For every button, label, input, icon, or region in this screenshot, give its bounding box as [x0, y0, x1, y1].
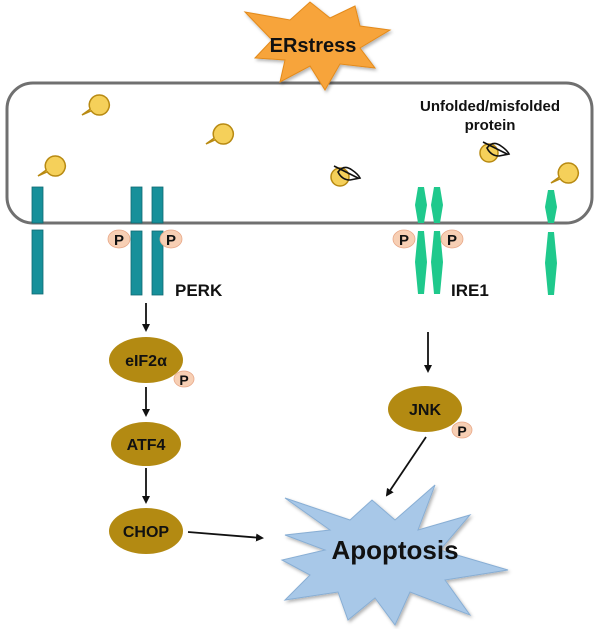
svg-text:P: P — [179, 372, 188, 388]
perk-monomer-cyto — [31, 229, 44, 295]
eif2a-node: eIF2α — [109, 337, 183, 383]
jnk-phospho: P — [451, 421, 473, 439]
atf4-node: ATF4 — [111, 422, 181, 466]
perk-label: PERK — [175, 281, 223, 300]
unfolded-protein-label: Unfolded/misfolded — [420, 98, 560, 115]
svg-text:P: P — [399, 232, 409, 249]
chaperone-icon — [81, 94, 111, 116]
jnk-node: JNK — [388, 386, 462, 432]
ire1-label: IRE1 — [451, 281, 489, 300]
chaperone-icon — [205, 123, 235, 145]
svg-text:P: P — [447, 232, 457, 249]
perk-phospho-right: P — [159, 229, 183, 249]
svg-text:P: P — [166, 232, 176, 249]
chaperone-icon — [37, 155, 67, 177]
arrow-chop-apoptosis — [187, 531, 264, 542]
eif2a-phospho: P — [173, 370, 195, 388]
chaperone-bound-misfolded-icon — [479, 141, 511, 163]
apoptosis-label: Apoptosis — [331, 535, 458, 565]
er-membrane — [5, 81, 594, 225]
perk-monomer — [31, 186, 44, 224]
ire1-monomer — [545, 190, 557, 223]
apoptosis-burst — [280, 484, 509, 626]
perk-phospho-left: P — [107, 229, 131, 249]
arrow-jnk-apoptosis — [385, 436, 427, 497]
ire1-monomer-cyto — [545, 232, 557, 295]
chaperone-bound-misfolded-icon — [330, 165, 362, 187]
ire1-phospho-left: P — [392, 229, 416, 249]
svg-text:CHOP: CHOP — [123, 524, 170, 541]
svg-text:ATF4: ATF4 — [127, 437, 166, 454]
chop-node: CHOP — [109, 508, 183, 554]
ire1-dimer — [415, 187, 443, 294]
ire1-phospho-right: P — [440, 229, 464, 249]
svg-text:JNK: JNK — [409, 402, 441, 419]
chaperone-icon — [550, 162, 580, 184]
er-stress-label: ERstress — [270, 35, 357, 57]
svg-text:P: P — [114, 232, 124, 249]
unfolded-protein-label-2: protein — [465, 117, 516, 134]
perk-dimer — [130, 186, 164, 296]
svg-text:eIF2α: eIF2α — [125, 353, 167, 370]
er-stress-burst — [243, 1, 392, 91]
svg-text:P: P — [457, 423, 466, 439]
